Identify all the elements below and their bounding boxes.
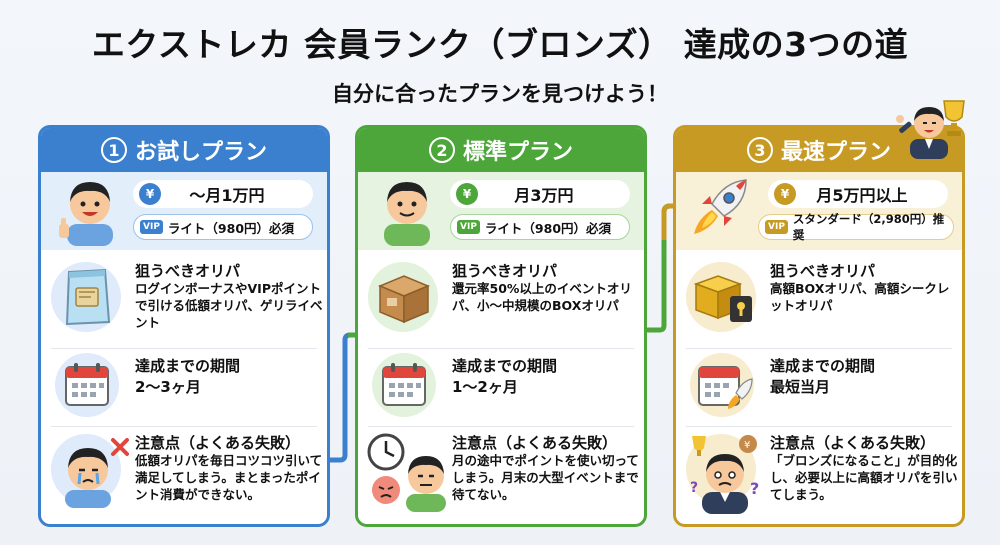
gold-box-lock-icon <box>693 275 752 322</box>
divider <box>368 426 634 427</box>
vip-tag: VIP <box>765 220 788 234</box>
plan-name: 標準プラン <box>462 140 573 165</box>
caution-section: 注意点（よくある失敗） 月の途中でポイントを使い切ってしまう。月末の大型イベント… <box>358 428 644 524</box>
period-title: 達成までの期間 <box>770 357 876 375</box>
plan-name: 最速プラン <box>780 140 891 165</box>
plan-number: 1 <box>100 137 127 163</box>
vip-tag: VIP <box>457 220 480 234</box>
target-title: 狙うべきオリパ <box>135 262 241 280</box>
crying-person-icon <box>65 438 129 508</box>
caution-title: 注意点（よくある失敗） <box>135 434 301 452</box>
plan-header: 1 お試しプラン <box>41 128 327 172</box>
plan-name: お試しプラン <box>134 140 267 165</box>
caution-text: 月の途中でポイントを使い切ってしまう。月末の大型イベントまで待てない。 <box>452 453 639 502</box>
caution-section: ¥ ? ? 注意点（よくある失敗） 「ブロンズになること」が目的化し、必要以上に… <box>676 428 962 524</box>
divider <box>686 348 952 349</box>
smiling-avatar-icon <box>384 182 430 246</box>
page-subtitle: 自分に合ったプランを見つけよう！ <box>332 82 668 106</box>
plan-header: 2 標準プラン <box>358 128 644 172</box>
plan-card-trial: 1 お試しプラン ¥ 〜月1万円 VIP ライト（980円）必須 <box>38 125 330 527</box>
price-pill: ¥ 月3万円 <box>450 180 630 208</box>
period-title: 達成までの期間 <box>135 357 241 375</box>
period-value: 2〜3ヶ月 <box>135 378 201 396</box>
period-value: 1〜2ヶ月 <box>452 378 518 396</box>
target-section: 狙うべきオリパ ログインボーナスやVIPポイントで引ける低額オリパ、ゲリライベン… <box>41 256 327 344</box>
vip-requirement: ライト（980円）必須 <box>484 220 612 236</box>
vip-tag: VIP <box>140 220 163 234</box>
plan-number: 3 <box>746 137 773 163</box>
page-title: エクストレカ 会員ランク（ブロンズ） 達成の3つの道 <box>91 25 909 64</box>
divider <box>368 348 634 349</box>
plan-card-standard: 2 標準プラン ¥ 月3万円 VIP ライト（980円）必須 狙うべきオリパ <box>355 125 647 527</box>
caution-text: 低額オリパを毎日コツコツ引いて満足してしまう。まとまったポイント消費ができない。 <box>135 453 323 502</box>
yen-icon: ¥ <box>774 183 796 205</box>
yen-icon: ¥ <box>139 183 161 205</box>
period-section: 達成までの期間 2〜3ヶ月 <box>41 351 327 423</box>
target-section: 狙うべきオリパ 高額BOXオリパ、高額シークレットオリパ <box>676 256 962 344</box>
clock-and-frustrated-icon <box>367 433 446 512</box>
trophy-businessman-icon <box>896 100 965 159</box>
target-title: 狙うべきオリパ <box>770 262 876 280</box>
period-title: 達成までの期間 <box>452 357 558 375</box>
plan-summary: ¥ 月5万円以上 VIP スタンダード（2,980円）推奨 <box>676 172 962 250</box>
vip-requirement: ライト（980円）必須 <box>167 220 295 236</box>
target-text: 還元率50%以上のイベントオリパ、小〜中規模のBOXオリパ <box>452 281 632 313</box>
target-text: ログインボーナスやVIPポイントで引ける低額オリパ、ゲリライベント <box>135 281 323 330</box>
calendar-rocket-icon <box>698 366 753 409</box>
price-pill: ¥ 〜月1万円 <box>133 180 313 208</box>
vip-requirement: スタンダード（2,980円）推奨 <box>792 212 945 242</box>
vip-pill: VIP ライト（980円）必須 <box>133 214 313 240</box>
calendar-icon <box>382 363 426 406</box>
target-section: 狙うべきオリパ 還元率50%以上のイベントオリパ、小〜中規模のBOXオリパ <box>358 256 644 344</box>
vip-pill: VIP スタンダード（2,980円）推奨 <box>758 212 954 242</box>
svg-text:?: ? <box>750 479 759 498</box>
price-pill: ¥ 月5万円以上 <box>768 180 948 208</box>
target-text: 高額BOXオリパ、高額シークレットオリパ <box>770 281 950 313</box>
divider <box>51 348 317 349</box>
price-value: 月3万円 <box>514 186 574 205</box>
target-title: 狙うべきオリパ <box>452 262 558 280</box>
box-icon <box>378 275 430 324</box>
yen-icon: ¥ <box>456 183 478 205</box>
caution-title: 注意点（よくある失敗） <box>452 434 618 452</box>
plan-summary: ¥ 〜月1万円 VIP ライト（980円）必須 <box>41 172 327 250</box>
calendar-icon <box>65 363 109 406</box>
caution-title: 注意点（よくある失敗） <box>770 434 936 452</box>
thumbs-up-avatar-icon <box>59 182 113 246</box>
period-section: 達成までの期間 最短当月 <box>676 351 962 423</box>
divider <box>51 426 317 427</box>
caution-text: 「ブロンズになること」が目的化し、必要以上に高額オリパを引いてしまう。 <box>770 453 958 502</box>
oripa-pack-icon <box>65 268 111 326</box>
svg-text:¥: ¥ <box>744 440 750 451</box>
plan-summary: ¥ 月3万円 VIP ライト（980円）必須 <box>358 172 644 250</box>
vip-pill: VIP ライト（980円）必須 <box>450 214 630 240</box>
worried-businessman-icon: ¥ ? ? <box>690 435 759 514</box>
caution-section: 注意点（よくある失敗） 低額オリパを毎日コツコツ引いて満足してしまう。まとまった… <box>41 428 327 524</box>
rocket-icon <box>694 179 747 234</box>
connector-1-2 <box>327 332 361 463</box>
period-value: 最短当月 <box>770 378 831 396</box>
plan-number: 2 <box>428 137 455 163</box>
divider <box>686 426 952 427</box>
price-value: 月5万円以上 <box>816 186 908 205</box>
plan-card-fastest: 3 最速プラン ¥ 月5万円以上 VIP スタンダード（2,980円）推奨 <box>673 125 965 527</box>
period-section: 達成までの期間 1〜2ヶ月 <box>358 351 644 423</box>
price-value: 〜月1万円 <box>189 186 265 205</box>
connector-2-3-end <box>661 203 676 240</box>
svg-text:?: ? <box>690 480 698 496</box>
